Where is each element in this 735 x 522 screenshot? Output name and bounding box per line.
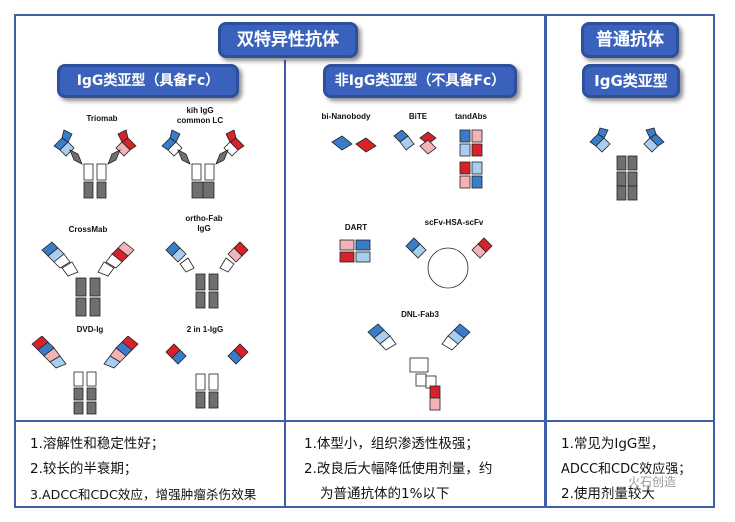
triomab-label: Triomab bbox=[86, 114, 118, 123]
kih-igg-icon bbox=[161, 129, 245, 199]
normal-note-3: 2.使用剂量较大 bbox=[561, 486, 655, 502]
dart-label: DART bbox=[344, 223, 368, 232]
igg-note-3: 3.ADCC和CDC效应，增强肿瘤杀伤效果 bbox=[30, 487, 257, 502]
igg-note-1: 1.溶解性和稳定性好； bbox=[30, 436, 165, 452]
kih-label-line2: common LC bbox=[176, 116, 224, 125]
crossmab-label: CrossMab bbox=[68, 225, 108, 234]
dnl-fab3-icon bbox=[367, 323, 471, 411]
bi-nanobody-icon bbox=[331, 135, 377, 153]
kih-label-line1: kih IgG bbox=[186, 106, 214, 115]
bi-nanobody-label: bi-Nanobody bbox=[321, 112, 371, 121]
bispecific-header: 双特异性抗体 bbox=[218, 22, 358, 58]
non-igg-subtype-header: 非IgG类亚型（不具备Fc） bbox=[323, 64, 517, 98]
dart-icon bbox=[339, 239, 371, 263]
normal-note-2: ADCC和CDC效应强； bbox=[561, 462, 692, 477]
watermark-label: 火石创造 bbox=[628, 475, 677, 489]
non-igg-note-1: 1.体型小，组织渗透性极强； bbox=[304, 436, 479, 452]
igg-subtype-header: IgG类亚型（具备Fc） bbox=[57, 64, 239, 98]
normal-igg-icon bbox=[589, 127, 665, 201]
notes-divider bbox=[14, 420, 715, 422]
triomab-icon bbox=[53, 129, 137, 199]
two-in-one-igg-icon bbox=[165, 343, 249, 409]
tandabs-label: tandAbs bbox=[455, 112, 487, 121]
subtype-divider bbox=[284, 60, 286, 508]
scfv-hsa-label: scFv-HSA-scFv bbox=[424, 218, 484, 227]
crossmab-icon bbox=[41, 241, 135, 317]
dvd-ig-icon bbox=[31, 336, 139, 415]
dnl-fab3-label: DNL-Fab3 bbox=[401, 310, 439, 319]
non-igg-note-2: 2.改良后大幅降低使用剂量，约 bbox=[304, 461, 493, 477]
scfv-hsa-scfv-icon bbox=[405, 237, 493, 289]
normal-note-1: 1.常见为IgG型， bbox=[561, 436, 665, 452]
dvd-label: DVD-Ig bbox=[76, 325, 104, 334]
tandabs-icon bbox=[459, 129, 483, 189]
non-igg-note-3: 为普通抗体的1%以下 bbox=[320, 486, 450, 502]
bite-label: BiTE bbox=[408, 112, 428, 121]
normal-igg-subtype-header: IgG类亚型 bbox=[582, 64, 680, 98]
igg-note-2: 2.较长的半衰期； bbox=[30, 461, 138, 477]
orthofab-label-line1: ortho-Fab bbox=[185, 214, 223, 223]
normal-panel bbox=[545, 14, 715, 508]
orthofab-label-line2: IgG bbox=[197, 224, 211, 233]
twoin1-label: 2 in 1-IgG bbox=[186, 325, 224, 334]
normal-antibody-header: 普通抗体 bbox=[581, 22, 679, 58]
bite-icon bbox=[393, 130, 437, 155]
ortho-fab-igg-icon bbox=[165, 241, 249, 309]
